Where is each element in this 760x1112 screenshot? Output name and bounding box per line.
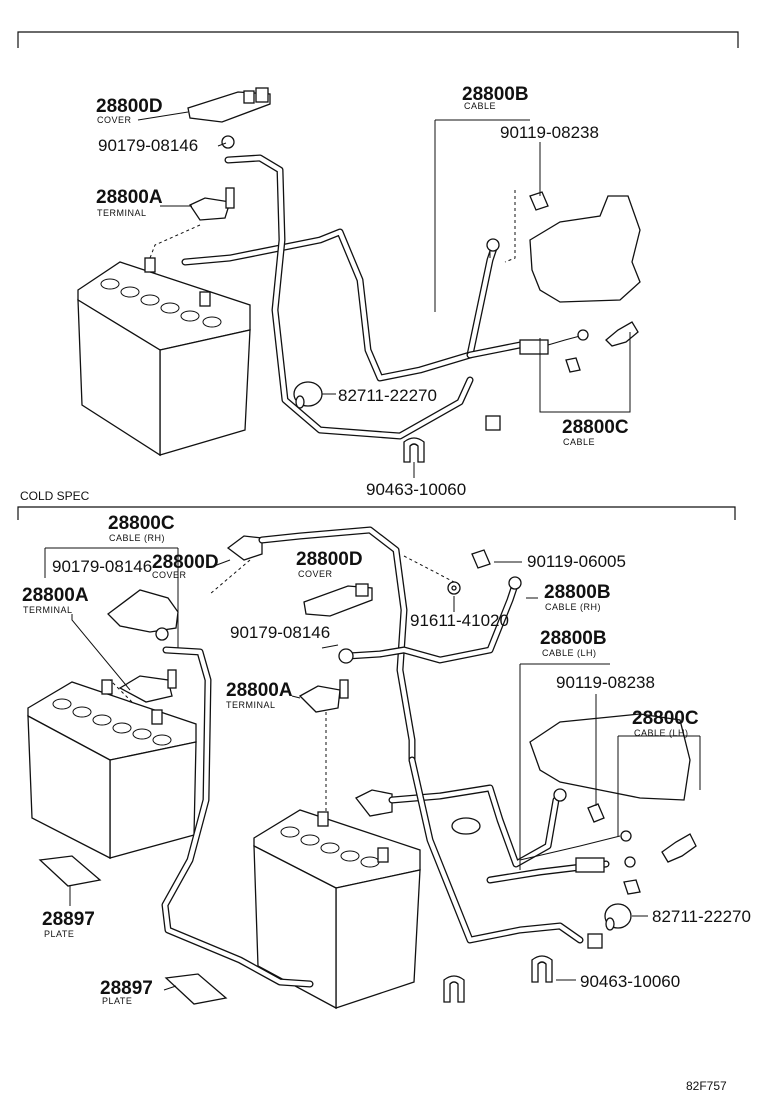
bottom-washer	[447, 581, 461, 595]
top-clamp	[293, 381, 323, 409]
bottom-clip-2	[443, 975, 465, 1003]
part-name: CABLE (LH)	[542, 648, 597, 658]
label-bottom-clamp-82711-22270: 82711-22270	[652, 907, 751, 926]
label-top-bolt-90119-08238: 90119-08238	[500, 123, 599, 142]
label-bottom-cable-b-lh: 28800B CABLE (LH)	[540, 628, 607, 658]
label-top-clamp-82711-22270: 82711-22270	[338, 386, 437, 405]
part-name: CABLE (RH)	[545, 602, 601, 612]
part-name: COVER	[152, 570, 187, 580]
label-top-cable-b: 28800B CABLE	[462, 84, 529, 111]
bottom-terminal-a-2	[298, 679, 349, 713]
top-battery	[77, 257, 251, 457]
label-bottom-plate-2: 28897 PLATE	[100, 978, 153, 1006]
part-number: 28800A	[226, 680, 293, 701]
part-name: COVER	[298, 569, 333, 579]
bottom-left-battery	[27, 679, 197, 860]
label-bottom-bolt-90119-06005: 90119-06005	[527, 552, 626, 571]
bottom-connector	[587, 933, 603, 949]
figure-code: 82F757	[686, 1079, 727, 1093]
part-number: 28800B	[540, 628, 607, 649]
part-number: 28800B	[462, 84, 529, 105]
bottom-clip-1	[531, 955, 553, 983]
leader-lines	[44, 111, 701, 991]
part-name: CABLE (RH)	[109, 533, 165, 543]
part-name: CABLE	[563, 437, 595, 447]
top-clip	[403, 437, 425, 463]
label-bottom-cable-c-rh: 28800C CABLE (RH)	[108, 513, 175, 543]
top-nut	[221, 135, 235, 149]
label-bottom-terminal-a-2: 28800A TERMINAL	[226, 680, 293, 710]
top-connector	[485, 415, 501, 431]
part-name: TERMINAL	[226, 700, 276, 710]
part-number: 28800D	[296, 549, 363, 570]
bottom-right-battery	[253, 809, 421, 1010]
bottom-bolt-005	[471, 549, 491, 569]
part-number: 28800A	[22, 585, 89, 606]
label-bottom-cable-c-lh: 28800C CABLE (LH)	[632, 708, 699, 738]
label-top-bolt-90179-08146: 90179-08146	[98, 136, 198, 155]
part-number: 28800D	[152, 552, 219, 573]
bottom-cable-c-rh	[161, 646, 314, 988]
label-top-terminal-a: 28800A TERMINAL	[96, 187, 163, 218]
label-bottom-bolt-90179-08146-a: 90179-08146	[52, 557, 152, 576]
part-name: CABLE	[464, 101, 496, 111]
part-name: PLATE	[44, 929, 74, 939]
label-bottom-terminal-a-1: 28800A TERMINAL	[22, 585, 89, 615]
label-bottom-cover-d-2: 28800D COVER	[296, 549, 363, 579]
part-name: CABLE (LH)	[634, 728, 689, 738]
top-cable-b	[181, 154, 499, 440]
plate-left	[38, 855, 102, 887]
label-bottom-plate-1: 28897 PLATE	[42, 909, 95, 939]
part-number: 28800C	[562, 417, 629, 438]
bottom-clip-3	[451, 817, 481, 835]
label-bottom-cover-d-1: 28800D COVER	[152, 552, 219, 580]
label-bottom-bolt-90119-08238: 90119-08238	[556, 673, 655, 692]
bottom-bolt-238	[587, 803, 605, 823]
bottom-clamp	[604, 903, 632, 931]
part-name: COVER	[97, 115, 132, 125]
bottom-cable-b-lh	[388, 756, 584, 944]
part-number: 28800D	[96, 96, 163, 117]
label-top-cable-c: 28800C CABLE	[562, 417, 629, 447]
bottom-terminal-rh	[226, 535, 263, 561]
bottom-section-frame	[17, 506, 736, 520]
part-number: 28800A	[96, 187, 163, 208]
plate-right	[164, 973, 228, 1005]
label-top-cover-d: 28800D COVER	[96, 96, 163, 125]
label-bottom-cable-b-rh: 28800B CABLE (RH)	[544, 582, 611, 612]
part-name: TERMINAL	[97, 208, 147, 218]
bottom-terminal-a-1	[118, 669, 177, 703]
bottom-terminal-a-3	[355, 789, 393, 817]
top-cable-c	[466, 321, 639, 373]
top-starter	[529, 195, 641, 303]
part-number: 28800C	[108, 513, 175, 534]
bottom-cable-c-lh	[486, 830, 697, 895]
label-top-clip-90463-10060: 90463-10060	[366, 480, 466, 499]
top-cover-d	[187, 87, 271, 123]
top-terminal-a	[189, 187, 235, 221]
bottom-cover-d-1	[107, 589, 179, 641]
label-bottom-bolt-90179-08146-b: 90179-08146	[230, 623, 330, 642]
label-bottom-washer-91611-41020: 91611-41020	[410, 611, 509, 630]
part-name: TERMINAL	[23, 605, 73, 615]
part-number: 28897	[42, 909, 95, 930]
top-bolt-238	[529, 191, 549, 211]
part-number: 28800B	[544, 582, 611, 603]
section-label-cold-spec: COLD SPEC	[20, 489, 90, 503]
bottom-cover-d-2	[303, 583, 373, 617]
part-number: 28800C	[632, 708, 699, 729]
part-number: 28897	[100, 978, 153, 999]
bottom-cable-b-rh	[258, 526, 519, 764]
part-name: PLATE	[102, 996, 132, 1006]
label-bottom-clip-90463-10060: 90463-10060	[580, 972, 680, 991]
top-section-frame	[17, 31, 739, 48]
